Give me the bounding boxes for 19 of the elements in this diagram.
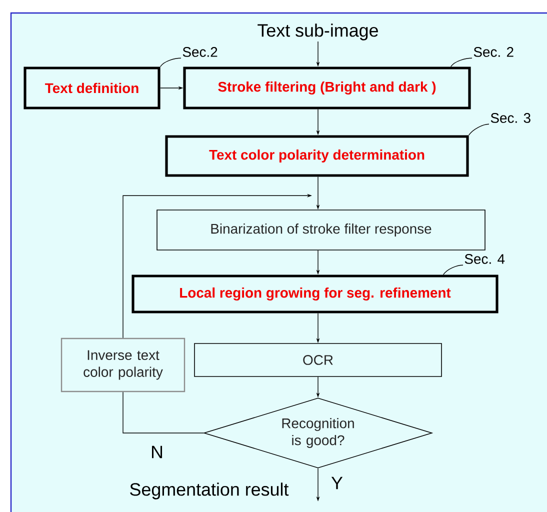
process-box: Local region growing for seg. refinement (132, 274, 498, 314)
process-box: Text definition (24, 66, 160, 110)
flow-text: Text sub-image (258, 24, 378, 40)
process-box: Text color polarity determination (165, 135, 469, 177)
edge-label: Y (330, 476, 344, 490)
process-box: Inverse text color polarity (60, 338, 186, 392)
section-label: Sec. 4 (464, 254, 505, 264)
section-label: Sec.2 (182, 47, 218, 57)
leader-line (442, 264, 464, 276)
process-box: OCR (194, 343, 442, 377)
edge-label: N (150, 444, 164, 460)
section-label: Sec. 3 (490, 113, 530, 123)
section-label: Sec. 2 (474, 47, 514, 57)
process-box: Stroke filtering (Bright and dark ) (183, 66, 471, 110)
leader-line (468, 124, 490, 136)
leader-line (160, 58, 182, 68)
leader-line (450, 58, 472, 68)
process-box: Binarization of stroke filter response (156, 210, 486, 250)
result-label: Segmentation result (130, 482, 289, 500)
